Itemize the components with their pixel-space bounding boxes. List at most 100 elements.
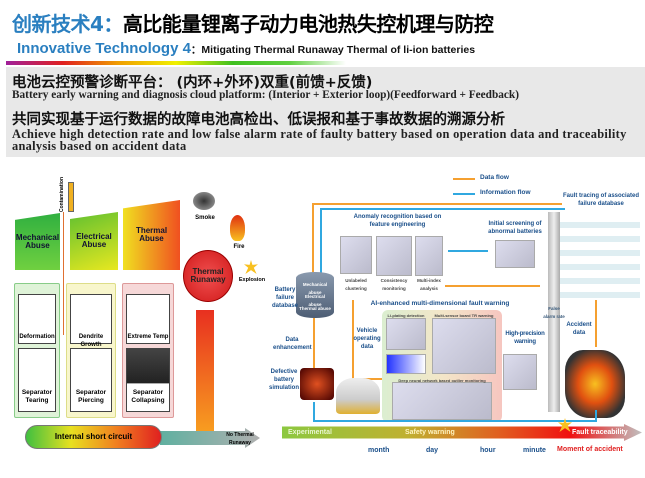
- summary-line2-en: Achieve high detection rate and low fals…: [12, 127, 627, 153]
- db-row-mechanical: Mechanical abuse: [302, 282, 328, 295]
- separator-collapsing-box: Separator Collapsing: [126, 348, 170, 412]
- thermal-runaway-mechanism-diagram: Contamination Mechanical Abuse Electrica…: [0, 170, 270, 470]
- fault-tracing-label: Fault tracing of associated failure data…: [562, 193, 640, 207]
- separator-piercing-box: Separator Piercing: [70, 348, 112, 412]
- timeline-experimental: Experimental: [288, 429, 332, 436]
- ai-fault-warning-label: AI-enhanced multi-dimensional fault warn…: [370, 300, 510, 307]
- contamination-icon: [68, 182, 74, 212]
- mechanical-panel: Deformation Separator Tearing: [14, 283, 60, 418]
- data-flow-legend-label: Data flow: [480, 174, 509, 181]
- info-flow-bottom-up: [313, 402, 315, 422]
- separator-tearing-label: Separator Tearing: [21, 389, 53, 404]
- title-main: 高比能量锂离子动力电池热失控机理与防控: [122, 12, 494, 36]
- db-row-thermal: Thermal abuse: [299, 306, 331, 311]
- screening-plot: [495, 240, 535, 268]
- subtitle-sep: ：: [190, 44, 202, 56]
- vehicle-image: [336, 378, 380, 414]
- defective-battery-label: Defective battery simulation: [268, 369, 299, 391]
- explosion-label: Explosion: [238, 277, 266, 283]
- clustering-plot: [340, 236, 372, 274]
- summary-line2-cn: 共同实现基于运行数据的故障电池高检出、低误报和基于事故数据的溯源分析: [12, 112, 505, 128]
- electrical-panel: Dendrite Growth Separator Piercing: [66, 283, 116, 418]
- battery-fire-image: [565, 350, 625, 418]
- false-alarm-rate-label: False alarm rate: [543, 306, 565, 319]
- info-flow-to-screening: [448, 250, 488, 252]
- info-flow-legend-arrow: [453, 193, 475, 195]
- no-runaway-label: No Thermal Runaway: [226, 432, 254, 446]
- timeline-day: day: [426, 447, 439, 454]
- false-alarm-rate-arrow: [548, 212, 560, 412]
- subtitle-prefix: Innovative Technology 4: [17, 40, 191, 57]
- info-flow-bottom-line: [313, 420, 595, 422]
- timeline-fault-traceability: Fault traceability: [572, 429, 628, 436]
- accident-data-label: Accident data: [566, 322, 592, 336]
- page-subtitle: Innovative Technology 4：Mitigating Therm…: [17, 40, 475, 58]
- summary-line1-en: Battery early warning and diagnosis clou…: [12, 89, 519, 101]
- deep-nn-label: Deep neural network based outlier monito…: [398, 378, 486, 383]
- extreme-temp-box: Extreme Temp: [126, 294, 170, 344]
- timeline-minute: minute: [523, 447, 546, 454]
- timeline-hour: hour: [480, 447, 496, 454]
- mechanical-abuse: Mechanical Abuse: [15, 213, 60, 270]
- escalation-arrow: [196, 310, 214, 435]
- data-enhancement-line: [313, 318, 315, 388]
- smoke-icon: [193, 192, 215, 210]
- data-flow-db-line: [312, 203, 314, 273]
- consistency-monitoring-label: Consistency monitoring: [380, 278, 408, 291]
- data-flow-legend-arrow: [453, 178, 475, 180]
- li-plating-label: Li-plating detection: [387, 313, 425, 318]
- multi-index-label: Multi-index analysis: [417, 278, 441, 291]
- electrical-abuse: Electrical Abuse: [70, 212, 118, 270]
- dendrite-growth-label: Dendrite Growth: [78, 334, 104, 348]
- li-plating-plot: [386, 318, 426, 350]
- data-flow-top-line: [312, 203, 562, 205]
- accident-data-line: [595, 300, 597, 347]
- multi-index-plot: [415, 236, 443, 276]
- separator-collapsing-label: Separator Collapsing: [131, 389, 165, 404]
- multi-sensor-label: Multi-sensor board TR warning: [434, 313, 494, 318]
- db-row-electrical: Electrical abuse: [304, 294, 325, 307]
- high-precision-plot: [503, 354, 537, 390]
- separator-piercing-label: Separator Piercing: [75, 389, 107, 404]
- separator-tearing-box: Separator Tearing: [18, 348, 56, 412]
- data-flow-return-line: [445, 285, 540, 287]
- internal-short-circuit-bar: Internal short circuit: [25, 425, 162, 449]
- deformation-label: Deformation: [19, 334, 55, 340]
- battery-failure-database-label: Battery failure database: [271, 287, 298, 309]
- info-flow-top-line: [320, 208, 565, 210]
- fire-icon: [230, 215, 245, 241]
- heatmap-plot: [386, 354, 426, 374]
- timeline-arrow: [282, 424, 642, 441]
- smoke-label: Smoke: [195, 215, 215, 221]
- info-flow-db-line: [320, 208, 322, 273]
- contamination-line: [63, 212, 64, 335]
- consistency-plot: [376, 236, 412, 276]
- dendrite-box: Dendrite Growth: [70, 294, 112, 348]
- ai-warning-box: Li-plating detection Multi-sensor board …: [382, 310, 502, 422]
- summary-line1-cn: 电池云控预警诊断平台： (内环+外环)双重(前馈+反馈): [12, 75, 373, 91]
- info-flow-bottom-right: [595, 410, 597, 422]
- thermal-panel: Extreme Temp Separator Collapsing: [122, 283, 174, 418]
- fault-tree-graphic: [560, 214, 640, 302]
- battery-failure-database-icon: Mechanical abuse Electrical abuse Therma…: [296, 272, 334, 318]
- thermal-runaway-circle: Thermal Runaway: [183, 250, 233, 302]
- extreme-temp-label: Extreme Temp: [127, 334, 169, 340]
- vehicle-data-flow-line: [352, 300, 354, 380]
- multi-sensor-plot: [432, 318, 496, 374]
- thermal-abuse: Thermal Abuse: [123, 200, 180, 270]
- anomaly-recognition-label: Anomaly recognition based on feature eng…: [353, 214, 442, 228]
- page-title: 创新技术4：高比能量锂离子动力电池热失控机理与防控: [12, 8, 494, 37]
- data-enhancement-label: Data enhancement: [273, 337, 312, 351]
- defective-battery-image: [300, 368, 334, 400]
- timeline-safety-warning: Safety warning: [405, 429, 455, 436]
- deep-nn-plot: [392, 382, 492, 420]
- unlabeled-clustering-label: Unlabeled clustering: [345, 278, 367, 291]
- subtitle-main: Mitigating Thermal Runaway Thermal of li…: [201, 44, 476, 56]
- title-prefix: 创新技术4：: [12, 12, 123, 36]
- timeline-month: month: [368, 447, 390, 454]
- rainbow-divider: [6, 61, 346, 65]
- timeline-moment-of-accident: Moment of accident: [557, 446, 623, 453]
- fire-label: Fire: [233, 244, 245, 250]
- initial-screening-label: Initial screening of abnormal batteries: [488, 221, 542, 235]
